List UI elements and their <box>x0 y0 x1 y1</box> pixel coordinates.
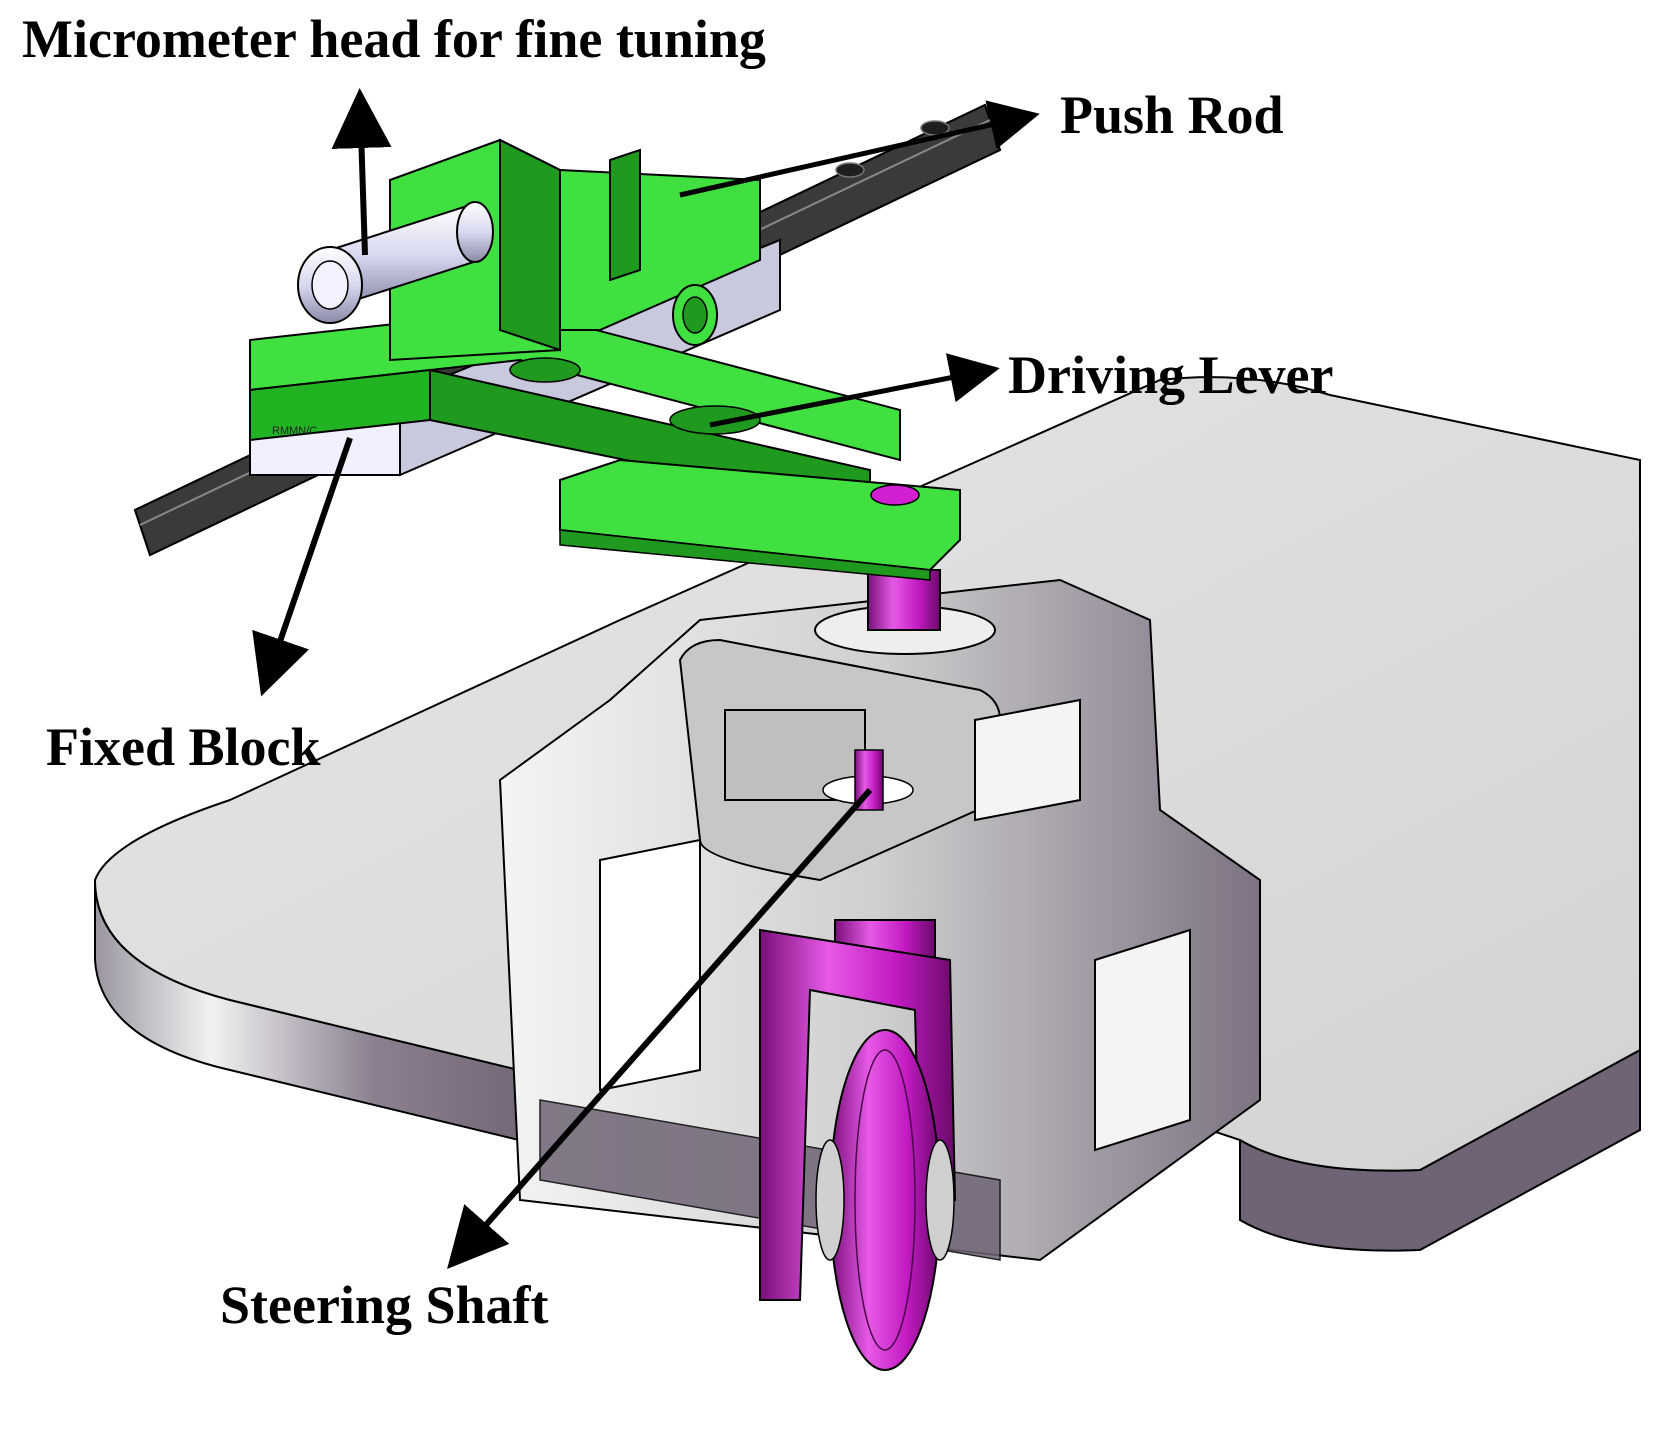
fixed-block-label: Fixed Block <box>46 717 321 777</box>
push-rod-label: Push Rod <box>1060 85 1284 145</box>
arrow-icon <box>447 788 873 1269</box>
steering-shaft-label: Steering Shaft <box>220 1275 549 1335</box>
steering-assembly <box>759 569 996 1371</box>
green-assembly <box>249 138 961 581</box>
rail-marking-label: RMMN/C <box>272 425 318 437</box>
annotation-arrows <box>252 88 1040 1269</box>
micrometer-label: Micrometer head for fine tuning <box>22 9 766 69</box>
driving-lever-label: Driving Lever <box>1008 345 1334 405</box>
arrow-icon <box>709 353 1000 428</box>
arrow-icon <box>331 88 392 256</box>
arrow-icon <box>679 100 1040 198</box>
arrow-icon <box>252 437 353 697</box>
micrometer-head <box>297 201 494 324</box>
